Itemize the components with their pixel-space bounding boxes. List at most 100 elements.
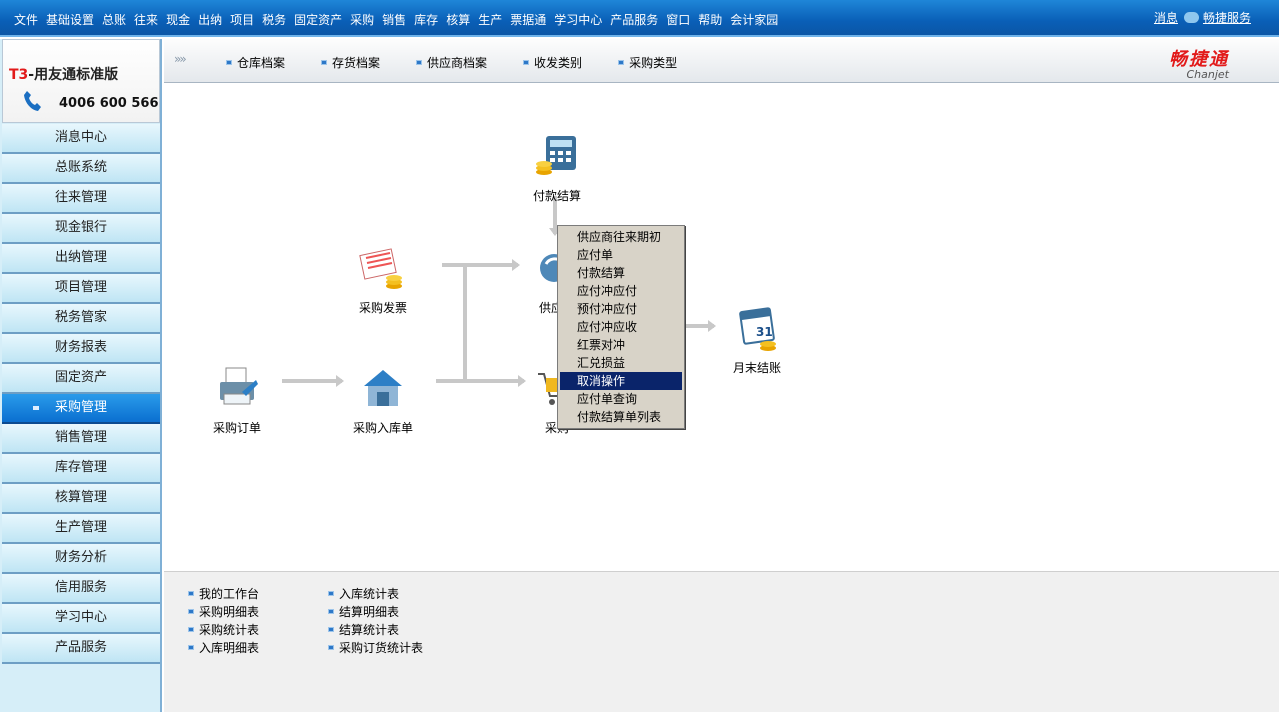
nav-item-label: 采购管理	[54, 400, 107, 415]
reports-panel: 我的工作台采购明细表采购统计表入库明细表 入库统计表结算明细表结算统计表采购订货…	[164, 571, 1279, 712]
toolbar-link[interactable]: 存货档案	[321, 54, 398, 71]
logo-en: Chanjet	[1186, 68, 1229, 81]
bullet-icon	[523, 60, 530, 65]
menu-item[interactable]: 窗口	[666, 13, 691, 27]
menu-item[interactable]: 库存	[414, 13, 439, 27]
logo-cn: 畅捷通	[1169, 49, 1229, 70]
menu-item[interactable]: 票据通	[510, 13, 547, 27]
toolbar-link-label: 仓库档案	[237, 56, 286, 70]
nav-item-label: 库存管理	[54, 460, 107, 475]
report-link[interactable]: 我的工作台	[188, 584, 259, 602]
nav-item[interactable]: 消息中心	[2, 124, 160, 154]
nav-item-label: 生产管理	[54, 520, 107, 535]
nav-item[interactable]: 现金银行	[2, 214, 160, 244]
nav-item-label: 出纳管理	[54, 250, 107, 265]
context-menu-item[interactable]: 付款结算单列表	[577, 410, 662, 424]
menu-items: 文件基础设置总账往来现金出纳项目税务固定资产采购销售库存核算生产票据通学习中心产…	[14, 11, 786, 28]
active-marker-icon	[33, 406, 39, 410]
context-menu-item[interactable]: 预付冲应付	[577, 302, 638, 316]
menu-item[interactable]: 产品服务	[610, 13, 659, 27]
node-receipt-label: 采购入库单	[352, 421, 413, 435]
node-payment[interactable]: 付款结算	[522, 132, 592, 204]
report-link[interactable]: 采购订货统计表	[328, 638, 423, 656]
connector-invoice-supplier	[442, 259, 520, 271]
menu-item[interactable]: 采购	[350, 13, 375, 27]
service-link[interactable]: 畅捷服务	[1202, 11, 1251, 25]
menu-item[interactable]: 销售	[382, 13, 407, 27]
nav-item[interactable]: 学习中心	[2, 604, 160, 634]
report-link-label: 入库统计表	[339, 586, 400, 601]
nav-item[interactable]: 出纳管理	[2, 244, 160, 274]
toolbar-link[interactable]: 供应商档案	[416, 54, 505, 71]
nav-item[interactable]: 税务管家	[2, 304, 160, 334]
menu-item[interactable]: 往来	[134, 13, 159, 27]
menu-item[interactable]: 税务	[262, 13, 287, 27]
nav-item[interactable]: 财务分析	[2, 544, 160, 574]
bullet-icon	[328, 644, 334, 650]
bullet-icon	[226, 60, 232, 65]
nav-item[interactable]: 产品服务	[2, 634, 160, 664]
node-order[interactable]: 采购订单	[202, 364, 272, 436]
toolbar-link[interactable]: 仓库档案	[226, 54, 303, 71]
report-link[interactable]: 采购统计表	[188, 620, 259, 638]
toolbar-link[interactable]: 收发类别	[523, 54, 600, 71]
report-link-label: 入库明细表	[199, 640, 260, 655]
chat-bubble-icon[interactable]	[1183, 12, 1199, 23]
node-invoice[interactable]: 采购发票	[348, 244, 418, 316]
menu-item[interactable]: 核算	[446, 13, 471, 27]
nav-item[interactable]: 信用服务	[2, 574, 160, 604]
left-panel: T3-用友通标准版 4006 600 566 消息中心总账系统往来管理现金银行出…	[0, 39, 162, 712]
menu-item[interactable]: 会计家园	[730, 13, 779, 27]
context-menu-item[interactable]: 取消操作	[560, 372, 682, 390]
node-receipt[interactable]: 采购入库单	[348, 364, 418, 436]
menu-item[interactable]: 现金	[166, 13, 191, 27]
menu-item[interactable]: 项目	[230, 13, 255, 27]
nav-item[interactable]: 总账系统	[2, 154, 160, 184]
report-link[interactable]: 结算统计表	[328, 620, 423, 638]
nav-item[interactable]: 生产管理	[2, 514, 160, 544]
nav-item-label: 现金银行	[54, 220, 107, 235]
nav-item[interactable]: 往来管理	[2, 184, 160, 214]
context-menu-item[interactable]: 红票对冲	[577, 338, 626, 352]
context-menu-item[interactable]: 付款结算	[577, 266, 626, 280]
nav-item[interactable]: 库存管理	[2, 454, 160, 484]
message-link[interactable]: 消息	[1153, 11, 1178, 25]
menu-item[interactable]: 固定资产	[294, 13, 343, 27]
menu-item[interactable]: 总账	[102, 13, 127, 27]
menu-item[interactable]: 帮助	[698, 13, 723, 27]
connector-order-receipt	[282, 375, 344, 387]
bullet-icon	[188, 626, 194, 632]
menu-item[interactable]: 学习中心	[554, 13, 603, 27]
report-link[interactable]: 采购明细表	[188, 602, 259, 620]
menu-item[interactable]: 出纳	[198, 13, 223, 27]
nav-item[interactable]: 项目管理	[2, 274, 160, 304]
menu-item[interactable]: 文件	[14, 13, 39, 27]
context-menu-item[interactable]: 汇兑损益	[577, 356, 626, 370]
nav-item[interactable]: 固定资产	[2, 364, 160, 394]
nav-item-label: 销售管理	[54, 430, 107, 445]
nav-item[interactable]: 核算管理	[2, 484, 160, 514]
nav-item-label: 项目管理	[54, 280, 107, 295]
module-nav: 消息中心总账系统往来管理现金银行出纳管理项目管理税务管家财务报表固定资产采购管理…	[2, 124, 160, 664]
context-menu-item[interactable]: 应付单	[577, 248, 614, 262]
context-menu-item[interactable]: 应付冲应付	[577, 284, 638, 298]
nav-item[interactable]: 采购管理	[2, 394, 160, 424]
toolbar-link-label: 采购类型	[629, 56, 678, 70]
nav-item[interactable]: 财务报表	[2, 334, 160, 364]
menu-item[interactable]: 基础设置	[46, 13, 95, 27]
node-month-end[interactable]: 31 月末结账	[722, 304, 792, 376]
context-menu-item[interactable]: 应付冲应收	[577, 320, 638, 334]
menu-right: 消息 畅捷服务	[1154, 9, 1251, 26]
nav-item-label: 往来管理	[54, 190, 107, 205]
context-menu-item[interactable]: 供应商往来期初	[577, 230, 662, 244]
bullet-icon	[188, 608, 194, 614]
report-link[interactable]: 入库明细表	[188, 638, 259, 656]
context-menu-item[interactable]: 应付单查询	[577, 392, 638, 406]
toolbar-link[interactable]: 采购类型	[618, 54, 695, 71]
nav-item[interactable]: 销售管理	[2, 424, 160, 454]
menu-item[interactable]: 生产	[478, 13, 503, 27]
report-link[interactable]: 结算明细表	[328, 602, 423, 620]
report-link[interactable]: 入库统计表	[328, 584, 423, 602]
expand-chevron-icon[interactable]: »»	[174, 52, 187, 66]
report-link-label: 结算明细表	[339, 604, 400, 619]
